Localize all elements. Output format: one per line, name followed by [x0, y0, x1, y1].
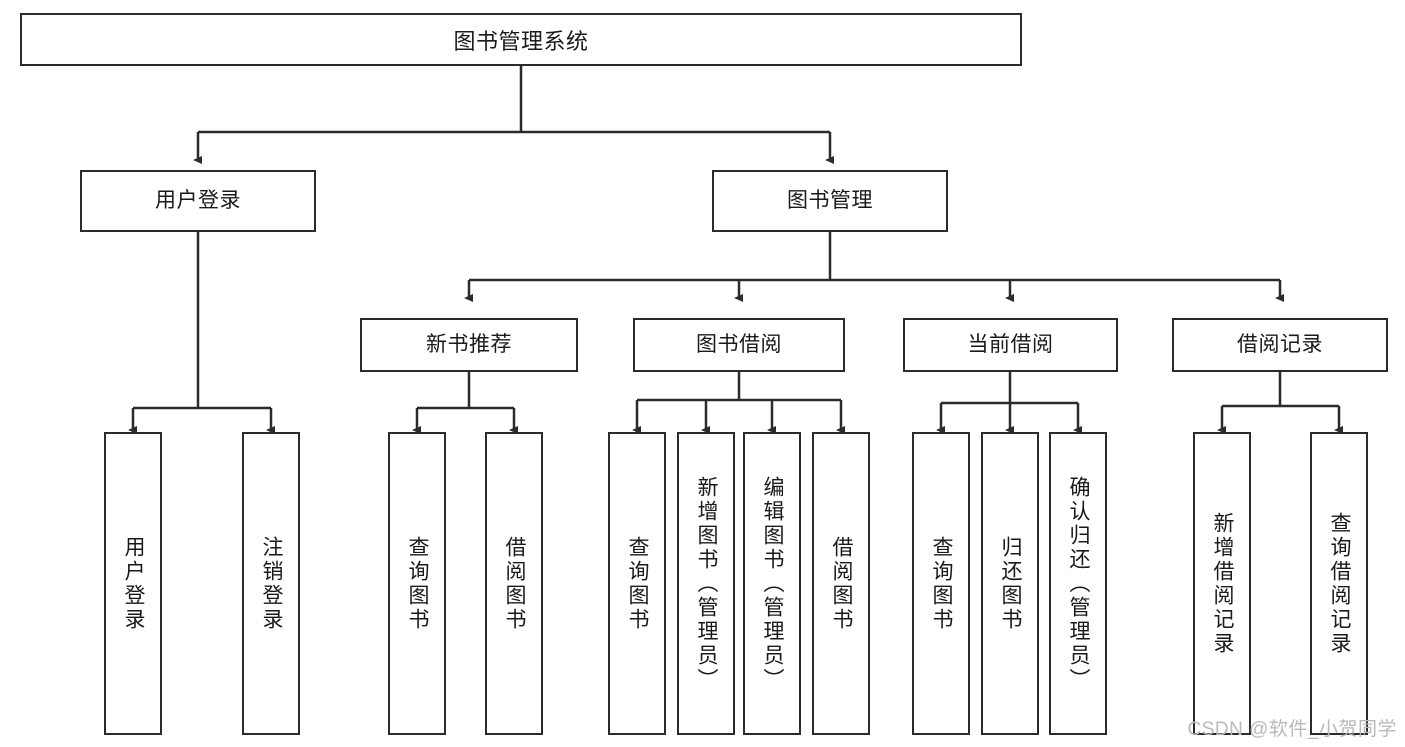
node-label: 确认归还（管理员） [1067, 475, 1091, 692]
leaf-user-login-signin[interactable]: 用户登录 [104, 432, 162, 735]
node-label: 新书推荐 [426, 333, 512, 357]
node-borrow-record[interactable]: 借阅记录 [1172, 318, 1388, 372]
watermark-text: CSDN @软件_小贺同学 [1187, 719, 1397, 740]
node-label: 归还图书 [999, 535, 1023, 632]
node-label: 用户登录 [122, 535, 146, 632]
node-book-management[interactable]: 图书管理 [712, 170, 948, 232]
node-label: 借阅图书 [830, 535, 854, 632]
leaf-current-borrow-query[interactable]: 查询图书 [912, 432, 970, 735]
node-label: 注销登录 [260, 535, 284, 632]
leaf-new-book-query[interactable]: 查询图书 [388, 432, 446, 735]
leaf-book-borrow-borrow[interactable]: 借阅图书 [812, 432, 870, 735]
leaf-borrow-record-query[interactable]: 查询借阅记录 [1310, 432, 1368, 735]
leaf-current-borrow-return[interactable]: 归还图书 [981, 432, 1039, 735]
node-label: 新增借阅记录 [1211, 511, 1235, 656]
node-user-login[interactable]: 用户登录 [80, 170, 316, 232]
node-root-system[interactable]: 图书管理系统 [20, 13, 1022, 66]
leaf-book-borrow-edit[interactable]: 编辑图书（管理员） [743, 432, 801, 735]
node-label: 借阅图书 [503, 535, 527, 632]
node-label: 图书管理 [787, 189, 873, 213]
node-label: 图书管理系统 [453, 28, 589, 54]
node-label: 当前借阅 [967, 333, 1054, 357]
node-label: 查询图书 [406, 535, 430, 632]
node-new-book-recommend[interactable]: 新书推荐 [360, 318, 578, 372]
node-label: 图书借阅 [696, 333, 782, 357]
node-label: 查询图书 [626, 535, 650, 632]
node-label: 新增图书（管理员） [695, 475, 719, 692]
leaf-new-book-borrow[interactable]: 借阅图书 [485, 432, 543, 735]
leaf-book-borrow-query[interactable]: 查询图书 [608, 432, 666, 735]
node-book-borrow[interactable]: 图书借阅 [633, 318, 845, 372]
leaf-current-borrow-confirm[interactable]: 确认归还（管理员） [1049, 432, 1107, 735]
leaf-borrow-record-add[interactable]: 新增借阅记录 [1193, 432, 1251, 735]
leaf-user-login-signout[interactable]: 注销登录 [242, 432, 300, 735]
node-label: 借阅记录 [1237, 333, 1323, 357]
node-label: 编辑图书（管理员） [761, 475, 785, 692]
node-label: 用户登录 [155, 189, 241, 213]
node-label: 查询借阅记录 [1328, 511, 1352, 656]
node-label: 查询图书 [930, 535, 954, 632]
leaf-book-borrow-add[interactable]: 新增图书（管理员） [677, 432, 735, 735]
node-current-borrow[interactable]: 当前借阅 [903, 318, 1118, 372]
